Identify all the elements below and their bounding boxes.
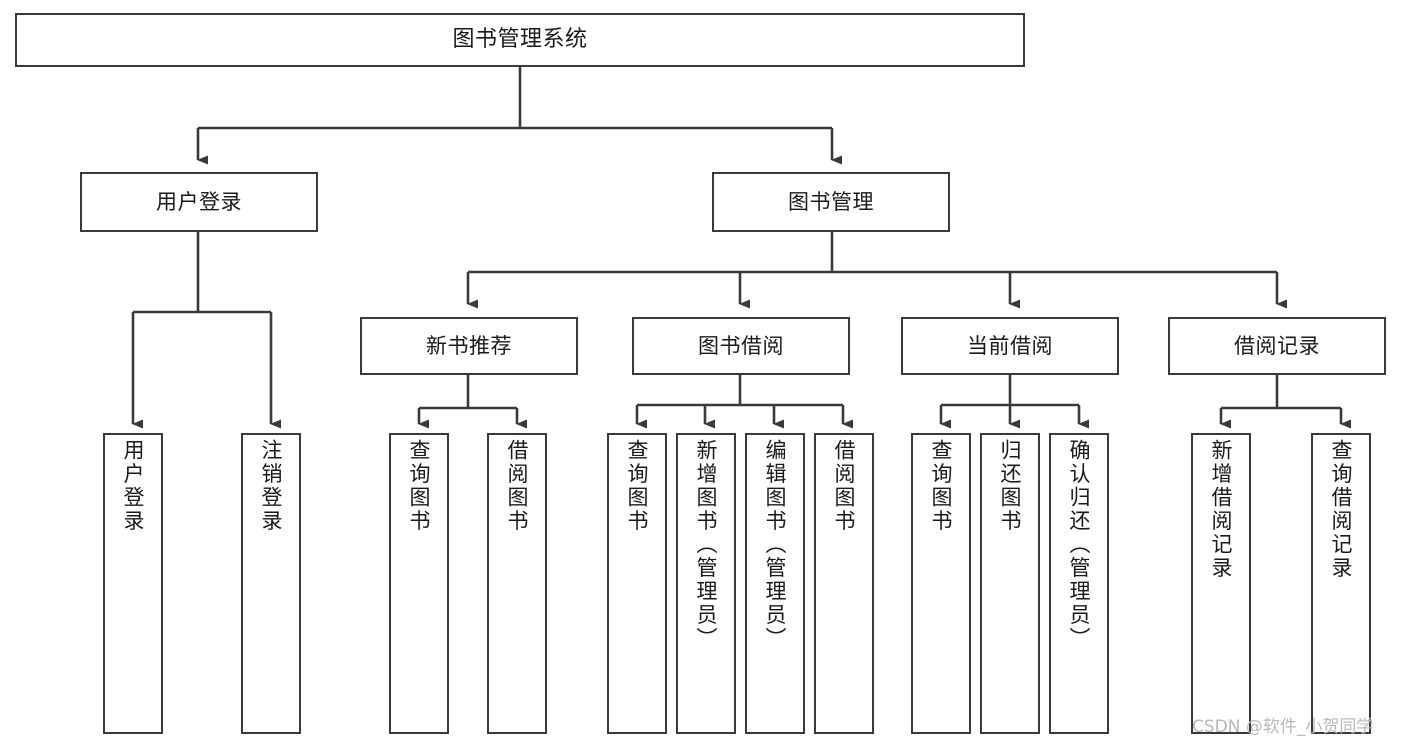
node-label: 注销登录: [259, 439, 284, 533]
csdn-watermark: CSDN @软件_小贺同学: [1192, 717, 1374, 737]
node-label: 查询图书: [929, 439, 954, 533]
node-borrow-record[interactable]: 借阅记录: [1168, 317, 1386, 375]
node-label: 查询图书: [625, 439, 650, 533]
node-label: 新增借阅记录: [1209, 439, 1234, 580]
node-user-login[interactable]: 用户登录: [80, 172, 318, 232]
node-label: 图书管理系统: [452, 27, 588, 53]
node-label: 借阅记录: [1234, 333, 1320, 358]
leaf-book-borrow-query[interactable]: 查询图书: [607, 433, 667, 734]
node-label: 借阅图书: [832, 439, 857, 533]
node-new-book-recommend[interactable]: 新书推荐: [360, 317, 578, 375]
leaf-new-book-borrow[interactable]: 借阅图书: [487, 433, 547, 734]
leaf-borrow-record-add[interactable]: 新增借阅记录: [1191, 433, 1251, 734]
node-label: 新书推荐: [426, 333, 512, 358]
node-current-borrow[interactable]: 当前借阅: [901, 317, 1119, 375]
node-book-management[interactable]: 图书管理: [712, 172, 950, 232]
node-label: 查询图书: [407, 439, 432, 533]
node-label: 查询借阅记录: [1329, 439, 1354, 580]
leaf-borrow-record-query[interactable]: 查询借阅记录: [1311, 433, 1371, 734]
leaf-current-borrow-return[interactable]: 归还图书: [980, 433, 1040, 734]
node-label: 编辑图书（管理员）: [763, 439, 788, 651]
leaf-new-book-query[interactable]: 查询图书: [389, 433, 449, 734]
node-label: 归还图书: [998, 439, 1023, 533]
leaf-current-borrow-query[interactable]: 查询图书: [911, 433, 971, 734]
node-book-borrow[interactable]: 图书借阅: [632, 317, 850, 375]
node-label: 图书管理: [788, 189, 874, 214]
leaf-book-borrow-add[interactable]: 新增图书（管理员）: [676, 433, 736, 734]
leaf-book-borrow-borrow[interactable]: 借阅图书: [814, 433, 874, 734]
node-label: 用户登录: [156, 189, 242, 214]
node-root-system[interactable]: 图书管理系统: [15, 13, 1025, 67]
leaf-book-borrow-edit[interactable]: 编辑图书（管理员）: [745, 433, 805, 734]
node-label: 用户登录: [121, 439, 146, 533]
node-label: 新增图书（管理员）: [694, 439, 719, 651]
node-label: 确认归还（管理员）: [1067, 439, 1092, 651]
leaf-current-borrow-confirm-return[interactable]: 确认归还（管理员）: [1049, 433, 1109, 734]
leaf-user-login-logout[interactable]: 注销登录: [241, 433, 301, 734]
leaf-user-login-login[interactable]: 用户登录: [103, 433, 163, 734]
node-label: 图书借阅: [698, 333, 784, 358]
node-label: 借阅图书: [505, 439, 530, 533]
node-label: 当前借阅: [967, 333, 1053, 358]
